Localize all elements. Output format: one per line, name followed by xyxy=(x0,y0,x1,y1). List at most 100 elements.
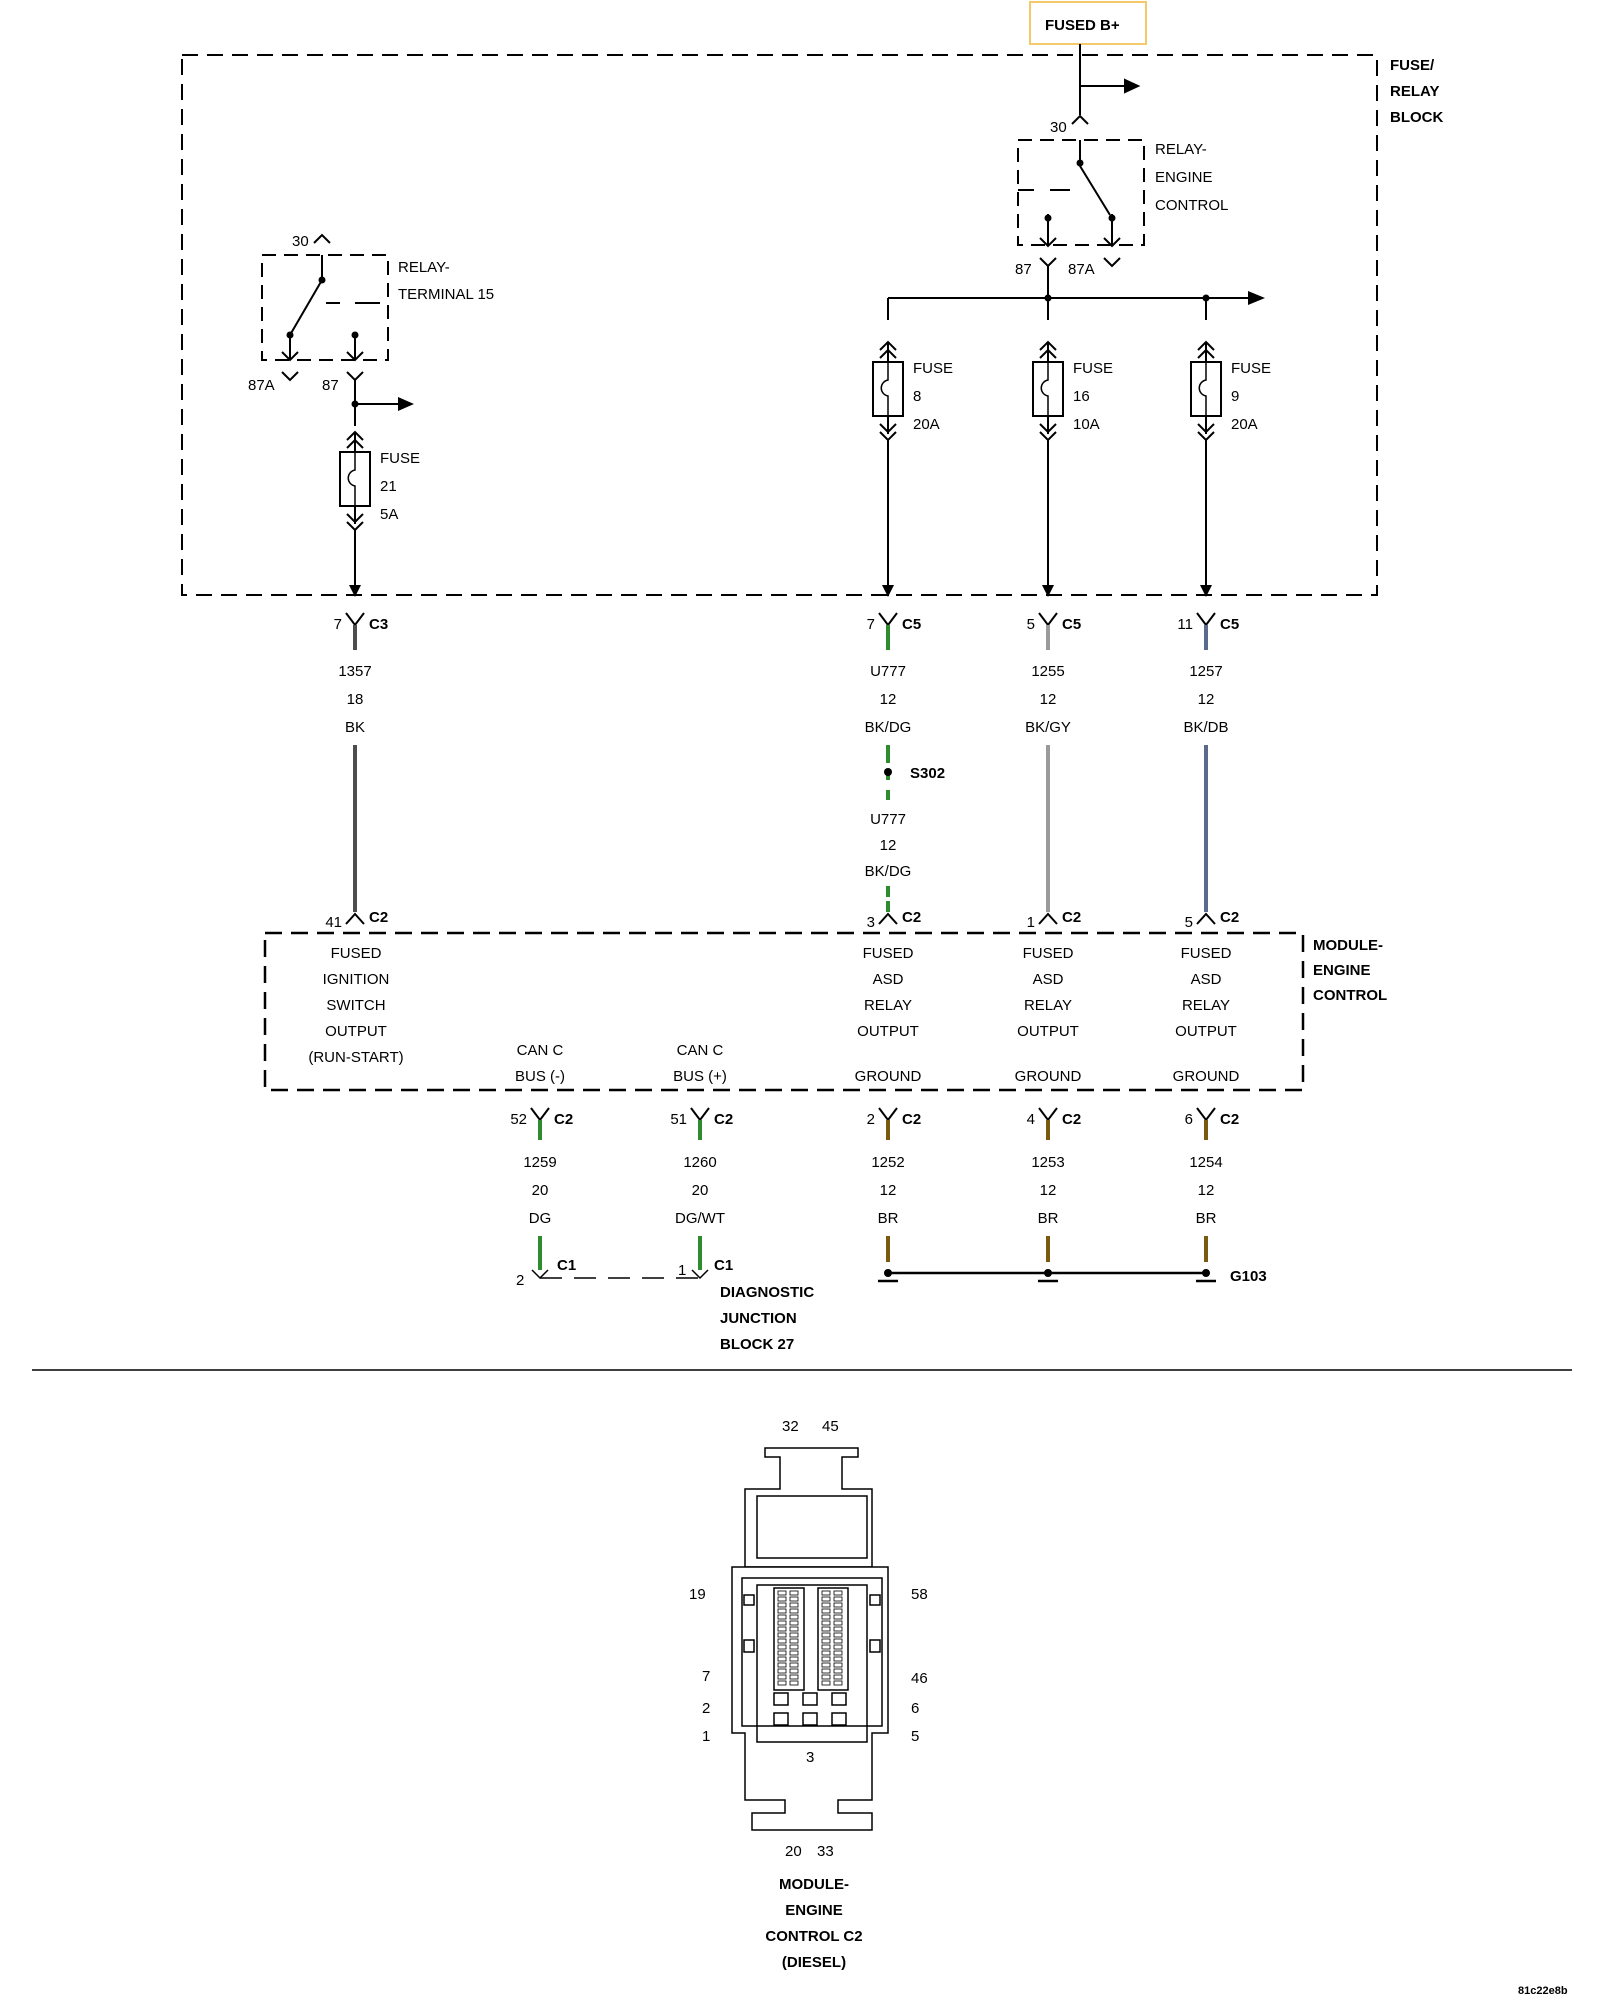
pin-label: 2 xyxy=(702,1700,710,1717)
relay-terminal-15 xyxy=(261,233,398,426)
svg-text:BUS (+): BUS (+) xyxy=(673,1068,727,1085)
connector-pin: 5 xyxy=(1185,914,1193,931)
pin-label: 58 xyxy=(911,1586,928,1603)
pin-cell xyxy=(833,1650,843,1656)
svg-text:FUSE/: FUSE/ xyxy=(1390,57,1435,74)
pin-cell xyxy=(789,1656,799,1662)
pin-cell xyxy=(833,1662,843,1668)
pin-cell xyxy=(821,1650,831,1656)
svg-text:CAN C: CAN C xyxy=(517,1042,564,1059)
svg-text:DIAGNOSTIC: DIAGNOSTIC xyxy=(720,1284,814,1301)
pin-label: 46 xyxy=(911,1670,928,1687)
fuse-number: 16 xyxy=(1073,388,1090,405)
pin-cell xyxy=(789,1674,799,1680)
fuse-rating: 10A xyxy=(1073,416,1100,433)
pin-cell xyxy=(821,1602,831,1608)
svg-text:RELAY: RELAY xyxy=(1024,997,1072,1014)
pin-cell xyxy=(833,1674,843,1680)
pin-label: 19 xyxy=(689,1586,706,1603)
pin-cell xyxy=(821,1680,831,1686)
pin-cell xyxy=(777,1632,787,1638)
module-engine-control-outline xyxy=(263,931,1305,1092)
pin-label: 3 xyxy=(806,1749,814,1766)
connector-pin: 7 xyxy=(867,616,875,633)
relay-t15-pin-87a: 87A xyxy=(248,377,275,394)
pin-cell xyxy=(789,1608,799,1614)
pin-label: 6 xyxy=(911,1700,919,1717)
fn-ground-2: GROUND xyxy=(1015,1068,1082,1085)
asd-bus xyxy=(887,297,1248,320)
pin-cell xyxy=(789,1632,799,1638)
block-exit-arrow xyxy=(882,585,894,597)
pin-cell xyxy=(821,1656,831,1662)
fused-b-plus-label: FUSED B+ xyxy=(1045,17,1120,34)
pin-cell xyxy=(789,1614,799,1620)
relay-engine-control-label: RELAY- ENGINE CONTROL xyxy=(1155,141,1228,214)
pin-cell xyxy=(777,1608,787,1614)
svg-text:ENGINE: ENGINE xyxy=(1155,169,1213,186)
wire-circuit: U777 xyxy=(870,811,906,828)
svg-text:CONTROL: CONTROL xyxy=(1155,197,1228,214)
connector-id: C2 xyxy=(902,909,921,926)
fn-fused-asd-relay-output-2: FUSED ASD RELAY OUTPUT xyxy=(1017,945,1079,1040)
fn-fused-asd-relay-output-3: FUSED ASD RELAY OUTPUT xyxy=(1175,945,1237,1040)
pin-cell xyxy=(821,1668,831,1674)
pin-cell xyxy=(789,1680,799,1686)
wire-circuit: 1260 xyxy=(683,1154,716,1171)
pin-cell xyxy=(777,1620,787,1626)
pin-cell xyxy=(777,1638,787,1644)
pin-cell xyxy=(833,1668,843,1674)
block-exit-arrow xyxy=(1042,585,1054,597)
wire-gauge: 12 xyxy=(1040,691,1057,708)
connector-id: C2 xyxy=(1062,909,1081,926)
relay-engine-control xyxy=(1017,44,1145,298)
fuse-relay-block-outline xyxy=(181,54,1378,596)
wire-circuit: 1259 xyxy=(523,1154,556,1171)
wire-gauge: 20 xyxy=(692,1182,709,1199)
pin-cell xyxy=(789,1668,799,1674)
pin-label: 45 xyxy=(822,1418,839,1435)
connector-c2-face-view xyxy=(731,1447,889,1831)
pin-cell xyxy=(777,1614,787,1620)
connector-pin: 52 xyxy=(510,1111,527,1128)
relay-ec-pin-87a: 87A xyxy=(1068,261,1095,278)
pin-label: 32 xyxy=(782,1418,799,1435)
pin-cell xyxy=(833,1590,843,1596)
connector-pin: 3 xyxy=(867,914,875,931)
pin-cell xyxy=(833,1614,843,1620)
svg-text:RELAY-: RELAY- xyxy=(1155,141,1207,158)
svg-text:ASD: ASD xyxy=(873,971,904,988)
connector-pin: 51 xyxy=(670,1111,687,1128)
svg-text:OUTPUT: OUTPUT xyxy=(325,1023,387,1040)
connector-id: C2 xyxy=(902,1111,921,1128)
pin-label: 33 xyxy=(817,1843,834,1860)
pin-cell xyxy=(789,1620,799,1626)
wire-color: DG xyxy=(529,1210,552,1227)
pin-cell xyxy=(821,1638,831,1644)
pin-label: 20 xyxy=(785,1843,802,1860)
pin-cell xyxy=(833,1620,843,1626)
module-top-connector-1: 3 C2 xyxy=(867,909,922,931)
pin-cell xyxy=(833,1608,843,1614)
pin-cell xyxy=(833,1680,843,1686)
wire-gauge: 12 xyxy=(1198,1182,1215,1199)
relay-ec-pin-30: 30 xyxy=(1050,119,1067,136)
svg-text:CAN C: CAN C xyxy=(677,1042,724,1059)
pin-cell xyxy=(777,1644,787,1650)
svg-text:BUS (-): BUS (-) xyxy=(515,1068,565,1085)
pin-cell xyxy=(777,1662,787,1668)
svg-text:OUTPUT: OUTPUT xyxy=(1017,1023,1079,1040)
svg-text:FUSED: FUSED xyxy=(1023,945,1074,962)
pin-label: 5 xyxy=(911,1728,919,1745)
svg-text:CONTROL C2: CONTROL C2 xyxy=(765,1928,862,1945)
svg-text:MODULE-: MODULE- xyxy=(1313,937,1383,954)
connector-pin: 41 xyxy=(325,914,342,931)
connector-pin: 2 xyxy=(867,1111,875,1128)
